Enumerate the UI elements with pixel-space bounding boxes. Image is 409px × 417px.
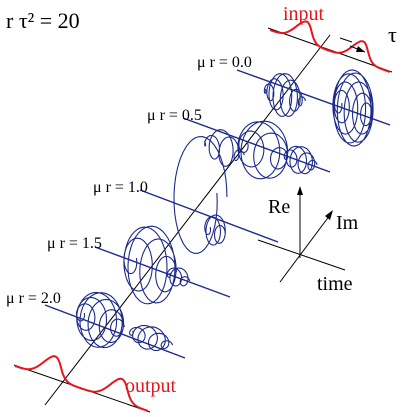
spiral-stage-1a xyxy=(203,129,245,167)
stage-line-0 xyxy=(236,69,391,126)
tau-label: τ xyxy=(388,22,397,47)
tau-marker xyxy=(339,37,353,43)
im-label: Im xyxy=(336,212,359,234)
input-label: input xyxy=(283,3,325,25)
spiral-stage-3b xyxy=(166,267,191,287)
spiral-stage-1b xyxy=(237,120,289,180)
stage-label-4: μ r = 2.0 xyxy=(6,290,61,307)
field-spirals xyxy=(75,69,374,352)
time-label: time xyxy=(317,273,353,295)
spiral-stage-0b xyxy=(332,69,374,147)
stage-label-3: μ r = 1.5 xyxy=(47,235,102,252)
spiral-stage-0a xyxy=(263,73,306,117)
spiral-stage-4b xyxy=(128,324,174,352)
im-axis xyxy=(279,214,331,283)
input-pulse xyxy=(267,20,393,73)
output-label: output xyxy=(125,375,177,397)
spiral-stage-3a xyxy=(123,225,177,305)
axes-indicator xyxy=(257,186,346,283)
stage-line-3 xyxy=(94,246,231,298)
spiral-stage-2a xyxy=(173,136,228,254)
spiral-stage-2b xyxy=(204,214,226,246)
spiral-stage-4a xyxy=(75,291,125,349)
re-label: Re xyxy=(268,196,290,218)
stage-label-1: μ r = 0.5 xyxy=(147,107,202,124)
equation-label: r τ² = 20 xyxy=(6,8,80,33)
stage-label-0: μ r = 0.0 xyxy=(197,54,252,71)
stage-label-2: μ r = 1.0 xyxy=(93,179,148,196)
spiral-stage-1c xyxy=(283,145,318,175)
time-axis xyxy=(257,239,346,271)
propagation-axis xyxy=(44,34,331,406)
stage-line-2 xyxy=(139,189,279,243)
output-pulse xyxy=(13,355,151,413)
